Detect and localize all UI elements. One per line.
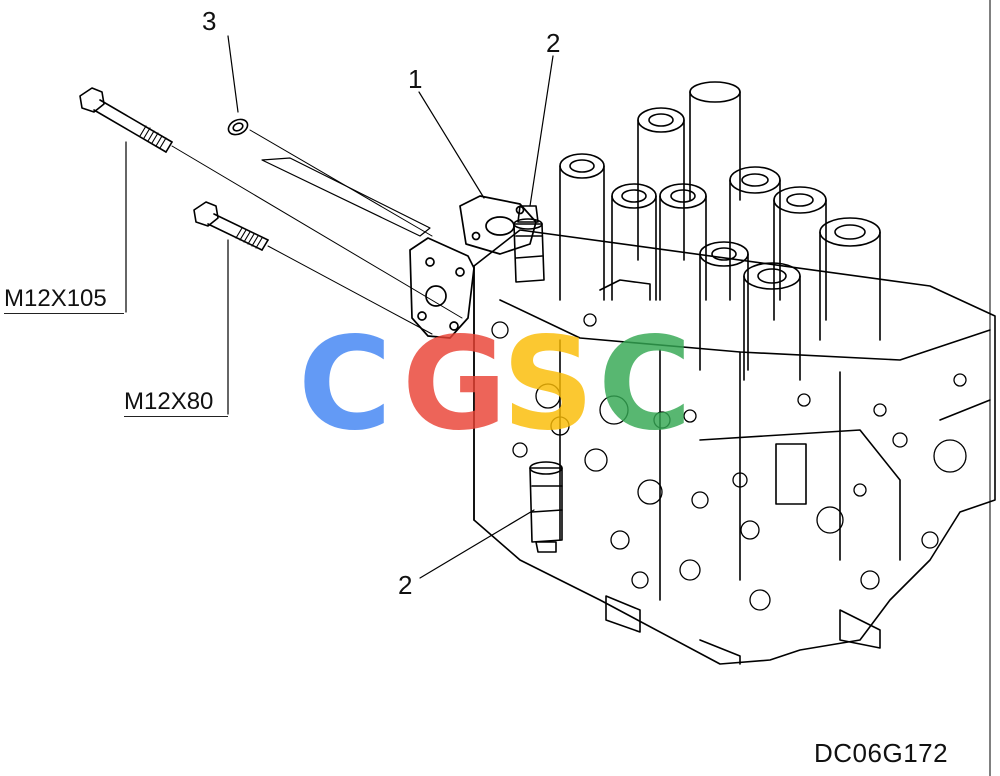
relief-valve-top-part2 xyxy=(513,205,545,283)
bolt-m12x80 xyxy=(193,201,433,335)
callout-1: 1 xyxy=(408,64,423,94)
watermark-letter-3: S xyxy=(502,310,595,459)
callout-3: 3 xyxy=(202,6,217,36)
watermark-letter-1: C xyxy=(298,310,392,459)
spool-cylinders xyxy=(559,81,881,381)
bolt-spec-m12x80: M12X80 xyxy=(124,390,228,417)
o-ring-part3 xyxy=(227,118,433,237)
watermark-letter-2: G xyxy=(402,310,508,459)
drawing-code: DC06G172 xyxy=(814,738,949,768)
spec-leaders xyxy=(125,141,229,415)
relief-valve-bottom-part2 xyxy=(529,461,563,553)
callout-leaders xyxy=(227,35,554,579)
valve-block-body xyxy=(473,229,996,665)
port-holes xyxy=(491,313,967,611)
bolt-spec-m12x105: M12X105 xyxy=(4,287,124,314)
callout-2-top: 2 xyxy=(546,28,561,58)
callout-2-bottom: 2 xyxy=(398,570,413,600)
bolt-m12x105 xyxy=(79,87,463,319)
cgsc-watermark: C G S C xyxy=(298,310,708,459)
watermark-letter-4: C xyxy=(598,310,692,459)
